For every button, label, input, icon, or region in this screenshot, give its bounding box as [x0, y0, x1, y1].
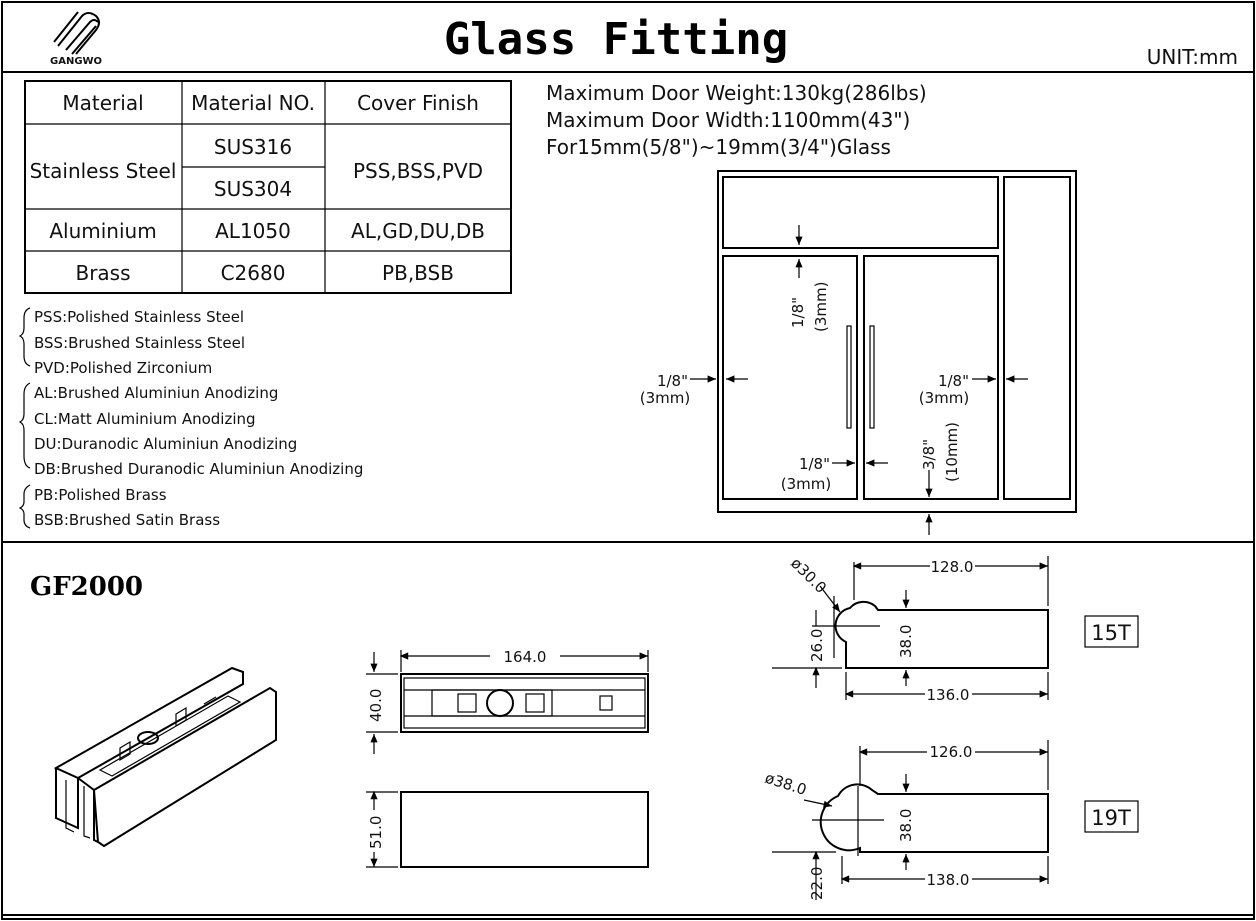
profile-section — [819, 783, 1049, 853]
table-cell-finish: AL,GD,DU,DB — [351, 219, 485, 243]
gap-middle-inch: 1/8" — [799, 455, 830, 473]
legend-brace — [18, 484, 31, 529]
gap-bottom-inch: 3/8" — [920, 439, 938, 470]
table-cell-material: Stainless Steel — [30, 159, 177, 183]
legend-item: AL:Brushed Aluminiun Anodizing — [34, 384, 278, 402]
legend-item: DU:Duranodic Aluminiun Anodizing — [34, 435, 297, 453]
legend-item: CL:Matt Aluminium Anodizing — [34, 410, 256, 428]
gap-top-mm: (3mm) — [812, 282, 830, 332]
table-cell-material: Brass — [75, 261, 130, 285]
label-15t: 15T — [1091, 621, 1131, 645]
legend-brace — [18, 382, 31, 469]
door-diagram: 1/8" (3mm) 1/8" (3mm) 1/8" (3mm) 1/8" (3… — [640, 170, 1077, 535]
table-cell-number: SUS316 — [214, 135, 292, 159]
door-handle — [869, 325, 875, 429]
dim-15t-bottom: 136.0 — [927, 686, 970, 704]
spec-line: Maximum Door Weight:130kg(286lbs) — [546, 81, 927, 105]
table-header-material: Material — [62, 91, 143, 115]
legend-brace — [18, 307, 31, 367]
table-cell-number: C2680 — [221, 261, 286, 285]
dim-19t-top: 126.0 — [930, 743, 973, 761]
dim-19t-thickness: 38.0 — [897, 809, 915, 842]
dim-19t-offset: 22.0 — [808, 867, 826, 900]
profile-19t: 126.0 138.0 38.0 22.0 ø38.0 19T — [763, 740, 1139, 900]
page-title: Glass Fitting — [444, 14, 788, 65]
gap-right-mm: (3mm) — [919, 389, 969, 407]
gap-top-inch: 1/8" — [789, 297, 807, 328]
legend-item: DB:Brushed Duranodic Aluminiun Anodizing — [34, 460, 363, 478]
gap-left-mm: (3mm) — [640, 389, 690, 407]
spec-line: Maximum Door Width:1100mm(43") — [546, 108, 910, 132]
dim-15t-thickness: 38.0 — [897, 625, 915, 658]
legend-item: BSS:Brushed Stainless Steel — [34, 334, 245, 352]
table-cell-finish: PB,BSB — [382, 261, 454, 285]
door-handle — [846, 325, 852, 429]
table-cell-finish: PSS,BSS,PVD — [353, 159, 483, 183]
dim-top-height: 40.0 — [367, 689, 385, 722]
gap-right-inch: 1/8" — [938, 372, 969, 390]
spec-line: For15mm(5/8")~19mm(3/4")Glass — [546, 135, 891, 159]
fitting-isometric — [53, 666, 277, 848]
spec-list: Maximum Door Weight:130kg(286lbs) Maximu… — [546, 81, 927, 159]
legend-item: PSS:Polished Stainless Steel — [34, 308, 244, 326]
label-19t: 19T — [1091, 806, 1131, 830]
dim-15t-diameter: ø30.0 — [787, 554, 830, 597]
finish-legend: PSS:Polished Stainless Steel BSS:Brushed… — [18, 307, 363, 529]
material-table: Material Material NO. Cover Finish Stain… — [24, 80, 512, 294]
table-cell-number: SUS304 — [214, 177, 292, 201]
fitting-top-view: 164.0 40.0 — [366, 648, 649, 754]
dim-top-length: 164.0 — [504, 648, 547, 666]
dim-19t-diameter: ø38.0 — [763, 769, 809, 799]
profile-15t: 128.0 136.0 38.0 26.0 ø30.0 15T — [772, 554, 1139, 704]
gap-middle-mm: (3mm) — [781, 475, 831, 493]
table-header-material-no: Material NO. — [191, 91, 315, 115]
table-header-cover-finish: Cover Finish — [357, 91, 479, 115]
label-box-15t — [1084, 615, 1139, 648]
unit-label: UNIT:mm — [1147, 45, 1238, 69]
legend-item: PB:Polished Brass — [34, 486, 167, 504]
brand-logo: GANGWO — [50, 11, 102, 67]
label-box-19t — [1084, 800, 1139, 833]
brand-name: GANGWO — [50, 56, 102, 67]
fitting-side-view: 51.0 — [366, 790, 649, 868]
profile-section — [834, 600, 1049, 669]
legend-item: BSB:Brushed Satin Brass — [34, 511, 220, 529]
dim-15t-offset: 26.0 — [808, 629, 826, 662]
dim-15t-top: 128.0 — [931, 558, 974, 576]
model-number: GF2000 — [30, 572, 143, 602]
gap-bottom-mm: (10mm) — [943, 422, 961, 482]
gap-left-inch: 1/8" — [657, 372, 688, 390]
dim-19t-bottom: 138.0 — [927, 871, 970, 889]
table-cell-number: AL1050 — [215, 219, 291, 243]
legend-item: PVD:Polished Zirconium — [34, 359, 212, 377]
table-cell-material: Aluminium — [49, 219, 156, 243]
dim-side-height: 51.0 — [367, 816, 385, 849]
